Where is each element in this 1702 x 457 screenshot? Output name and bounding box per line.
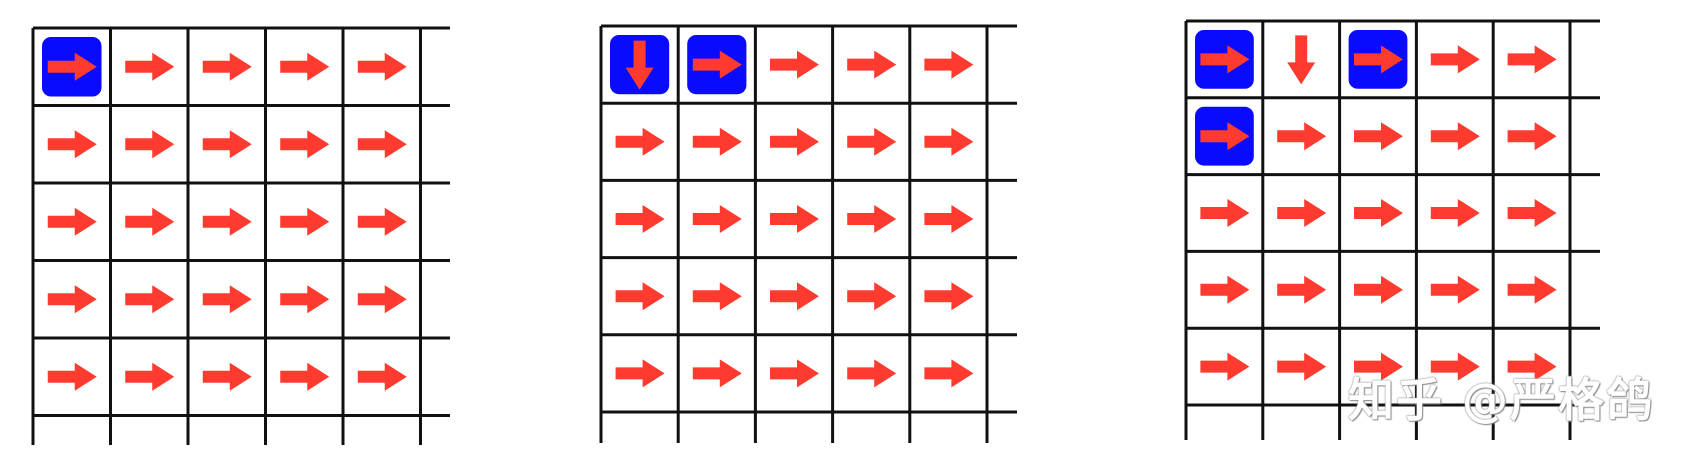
watermark-text: 知乎 @严格鸽 <box>1348 373 1655 427</box>
arrow-right-icon <box>924 205 974 233</box>
arrow-right-icon <box>280 52 330 81</box>
arrow-right-icon <box>1430 275 1480 304</box>
arrow-right-icon <box>280 207 330 236</box>
arrow-right-icon <box>125 285 175 314</box>
arrow-right-icon <box>924 359 974 388</box>
arrow-right-icon <box>47 285 97 314</box>
arrow-right-icon <box>125 207 175 236</box>
policy-grid-3 <box>1184 19 1600 440</box>
arrow-right-icon <box>1277 275 1327 304</box>
arrow-right-icon <box>847 50 897 79</box>
arrow-right-icon <box>202 285 252 314</box>
arrow-right-icon <box>692 205 742 233</box>
arrow-right-icon <box>615 205 665 233</box>
arrow-right-icon <box>1277 352 1327 381</box>
arrow-right-icon <box>1507 199 1557 227</box>
arrow-right-icon <box>357 52 407 81</box>
arrow-right-icon <box>1354 199 1403 227</box>
arrow-down-icon <box>625 40 654 90</box>
arrow-right-icon <box>770 50 819 79</box>
arrow-right-icon <box>202 362 252 391</box>
arrow-right-icon <box>1277 122 1327 151</box>
arrow-right-icon <box>847 205 897 233</box>
arrow-right-icon <box>47 207 97 236</box>
arrow-right-icon <box>1507 122 1557 151</box>
arrow-right-icon <box>847 127 897 156</box>
arrow-right-icon <box>770 205 819 233</box>
arrow-right-icon <box>1507 275 1557 304</box>
arrow-right-icon <box>280 130 330 159</box>
arrow-down-icon <box>1287 35 1316 85</box>
arrow-right-icon <box>280 362 330 391</box>
arrow-right-icon <box>1430 122 1480 151</box>
arrow-right-icon <box>1430 45 1480 74</box>
arrow-right-icon <box>357 130 407 159</box>
arrow-right-icon <box>1354 352 1403 381</box>
arrow-right-icon <box>1354 45 1403 74</box>
arrow-right-icon <box>47 362 97 391</box>
arrow-right-icon <box>615 359 665 388</box>
arrow-right-icon <box>280 285 330 314</box>
arrow-right-icon <box>770 127 819 156</box>
arrow-right-icon <box>1200 122 1250 151</box>
arrow-right-icon <box>847 359 897 388</box>
arrow-right-icon <box>847 282 897 311</box>
arrow-right-icon <box>202 207 252 236</box>
arrow-right-icon <box>202 52 252 81</box>
arrow-right-icon <box>125 362 175 391</box>
arrow-right-icon <box>1507 352 1557 381</box>
arrow-right-icon <box>1507 45 1557 74</box>
arrow-right-icon <box>770 359 819 388</box>
arrow-right-icon <box>357 207 407 236</box>
arrow-right-icon <box>1200 45 1250 74</box>
arrow-right-icon <box>1430 352 1480 381</box>
arrow-right-icon <box>1430 199 1480 227</box>
arrow-right-icon <box>1354 122 1403 151</box>
arrow-right-icon <box>924 282 974 311</box>
arrow-right-icon <box>47 52 97 81</box>
arrow-right-icon <box>357 362 407 391</box>
arrow-right-icon <box>924 127 974 156</box>
arrow-right-icon <box>1277 199 1327 227</box>
arrow-right-icon <box>47 130 97 159</box>
arrow-right-icon <box>692 359 742 388</box>
policy-grid-1 <box>31 26 450 445</box>
arrow-right-icon <box>1354 275 1403 304</box>
arrow-right-icon <box>924 50 974 79</box>
arrow-right-icon <box>125 52 175 81</box>
arrow-right-icon <box>1200 352 1250 381</box>
arrow-right-icon <box>1200 275 1250 304</box>
arrow-right-icon <box>692 127 742 156</box>
arrow-right-icon <box>125 130 175 159</box>
arrow-right-icon <box>357 285 407 314</box>
arrow-right-icon <box>770 282 819 311</box>
arrow-right-icon <box>692 50 742 79</box>
arrow-right-icon <box>202 130 252 159</box>
arrow-right-icon <box>615 127 665 156</box>
arrow-right-icon <box>1200 199 1250 227</box>
arrow-right-icon <box>692 282 742 311</box>
policy-grid-2 <box>599 24 1017 443</box>
arrow-right-icon <box>615 282 665 311</box>
